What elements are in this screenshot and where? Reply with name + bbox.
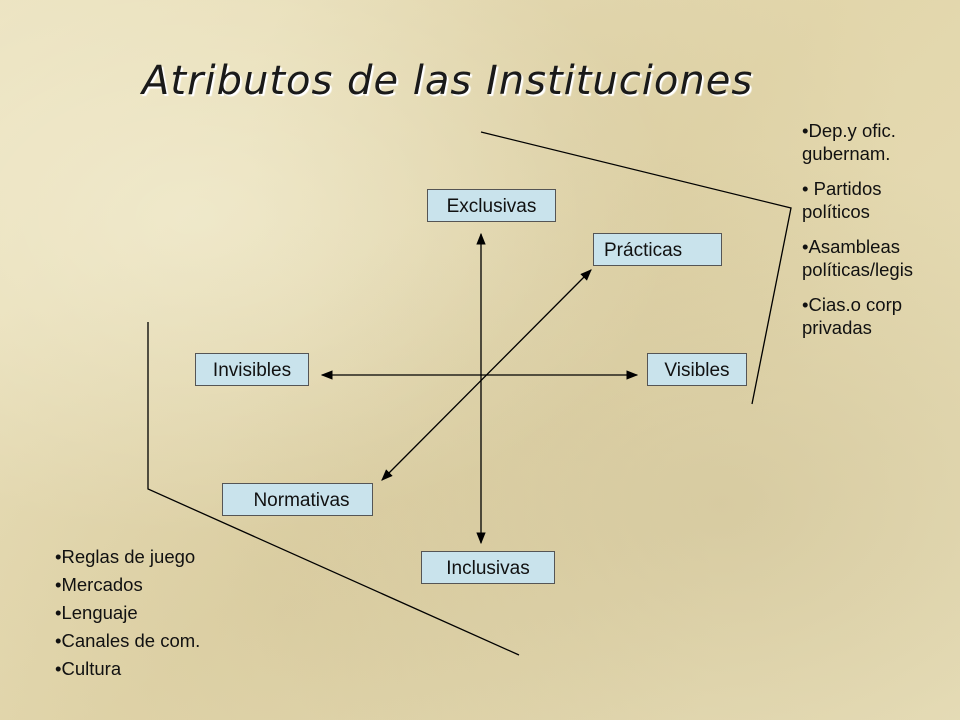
slide-title: Atributos de las Instituciones — [142, 58, 754, 104]
node-normativas: Normativas — [222, 483, 373, 516]
right-bullet-list: Dep.y ofic. gubernam. Partidos políticos… — [802, 119, 952, 351]
list-item: Cias.o corp privadas — [802, 293, 952, 339]
list-item: Asambleas políticas/legis — [802, 235, 952, 281]
list-item: Partidos políticos — [802, 177, 952, 223]
node-practicas: Prácticas — [593, 233, 722, 266]
diagonal-arrow — [381, 269, 592, 481]
node-exclusivas: Exclusivas — [427, 189, 556, 222]
list-item: Canales de com. — [55, 627, 275, 655]
list-item: Reglas de juego — [55, 543, 275, 571]
right-bracket-line — [480, 131, 792, 405]
node-inclusivas: Inclusivas — [421, 551, 555, 584]
left-bullet-list: Reglas de juego Mercados Lenguaje Canale… — [55, 543, 275, 683]
node-visibles: Visibles — [647, 353, 747, 386]
list-item: Cultura — [55, 655, 275, 683]
list-item: Dep.y ofic. gubernam. — [802, 119, 952, 165]
left-bracket-line — [147, 322, 520, 656]
list-item: Mercados — [55, 571, 275, 599]
list-item: Lenguaje — [55, 599, 275, 627]
node-invisibles: Invisibles — [195, 353, 309, 386]
